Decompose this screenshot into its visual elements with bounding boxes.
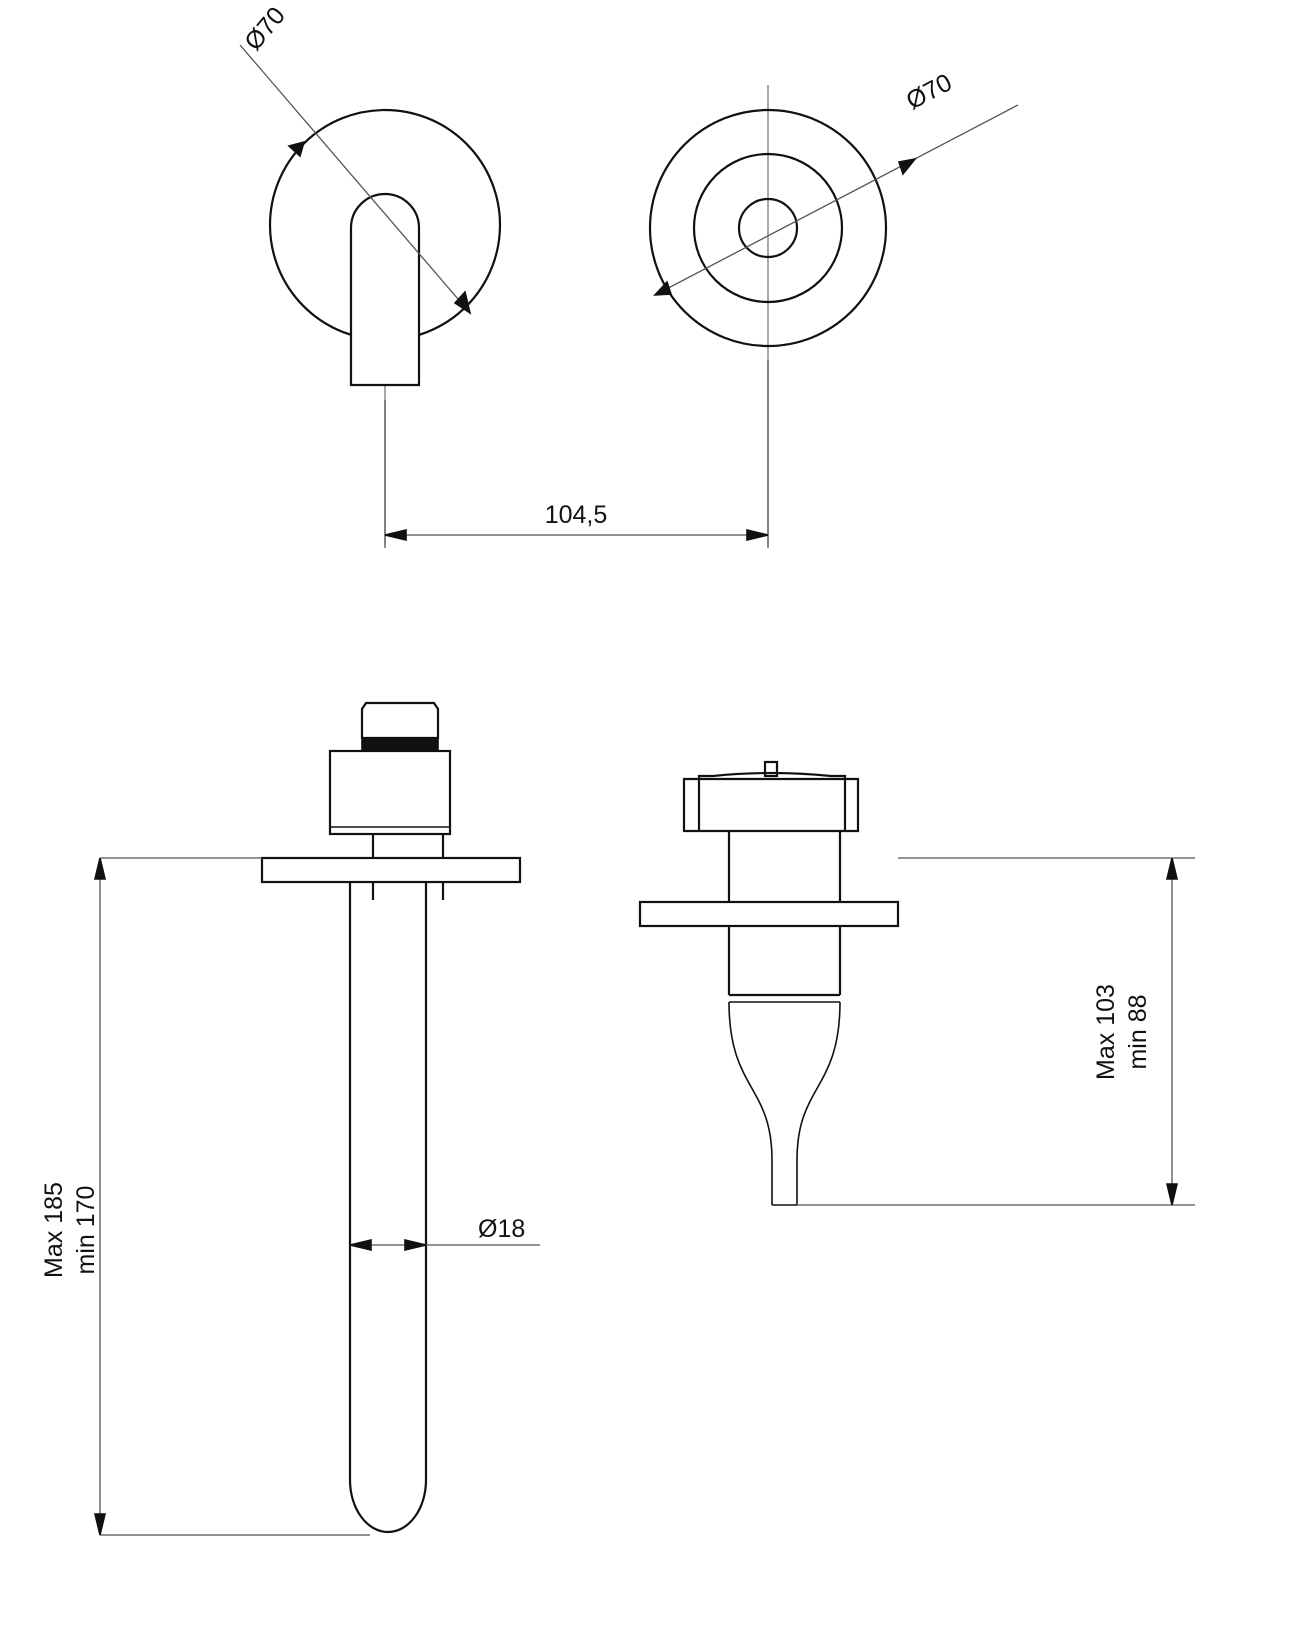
wall-plate-left-view (260, 856, 522, 884)
top-pin (763, 760, 779, 778)
handle-diameter-leader-line (239, 44, 471, 314)
spout-tube-diameter-dimension: Ø18 (349, 1215, 540, 1252)
projection-arrow-bottom (1165, 1183, 1179, 1206)
handle-diameter-arrow-end (453, 290, 472, 315)
top-right-spout-view: Ø70 (648, 68, 1019, 545)
handle-diameter-arrow-start (287, 140, 306, 158)
spout-flare-right (796, 1001, 841, 1205)
spout-escutcheon-inner-circle (737, 197, 799, 259)
spout-height-dimension: Max 185 min 170 (40, 857, 370, 1536)
spout-escutcheon-middle-circle (692, 152, 844, 304)
spout-flare-left (728, 1001, 773, 1205)
top-left-handle-view: Ø70 (239, 2, 502, 545)
tube-diameter-arrow-left (349, 1238, 372, 1252)
bottom-right-spout-front-view (638, 760, 900, 1206)
handle-diameter-label: Ø70 (239, 2, 291, 56)
spout-height-arrow-top (93, 857, 107, 880)
centre-distance-arrow-right (746, 528, 769, 542)
cartridge-body (328, 749, 452, 836)
projection-min-label: min 88 (1124, 994, 1152, 1069)
spout-diameter-label: Ø70 (902, 68, 957, 115)
spout-diameter-arrow-end (897, 157, 917, 176)
spout-diameter-leader-line (654, 104, 1019, 296)
centre-distance-arrow-left (384, 528, 407, 542)
cartridge-top-plate-front (682, 771, 860, 833)
spout-height-max-label: Max 185 (40, 1182, 68, 1278)
cartridge-gasket-band (361, 737, 439, 752)
cartridge-top-cap (360, 701, 440, 740)
wall-plate-right-view (638, 900, 900, 928)
bottom-left-spout-side-view (260, 701, 522, 1534)
spout-height-arrow-bottom (93, 1513, 107, 1536)
spout-diameter-arrow-start (653, 280, 673, 296)
spout-height-min-label: min 170 (72, 1186, 100, 1275)
spout-tube-left-view (348, 882, 428, 1534)
tube-diameter-label: Ø18 (478, 1215, 525, 1243)
tube-diameter-arrow-right (404, 1238, 427, 1252)
spout-escutcheon-outer-circle (648, 108, 888, 348)
projection-dimension: Max 103 min 88 (797, 857, 1195, 1206)
centre-distance-dimension: 104,5 (384, 360, 769, 548)
centre-distance-label: 104,5 (545, 501, 608, 529)
handle-lever-body (349, 192, 421, 387)
projection-arrow-top (1165, 857, 1179, 880)
projection-max-label: Max 103 (1092, 984, 1120, 1080)
